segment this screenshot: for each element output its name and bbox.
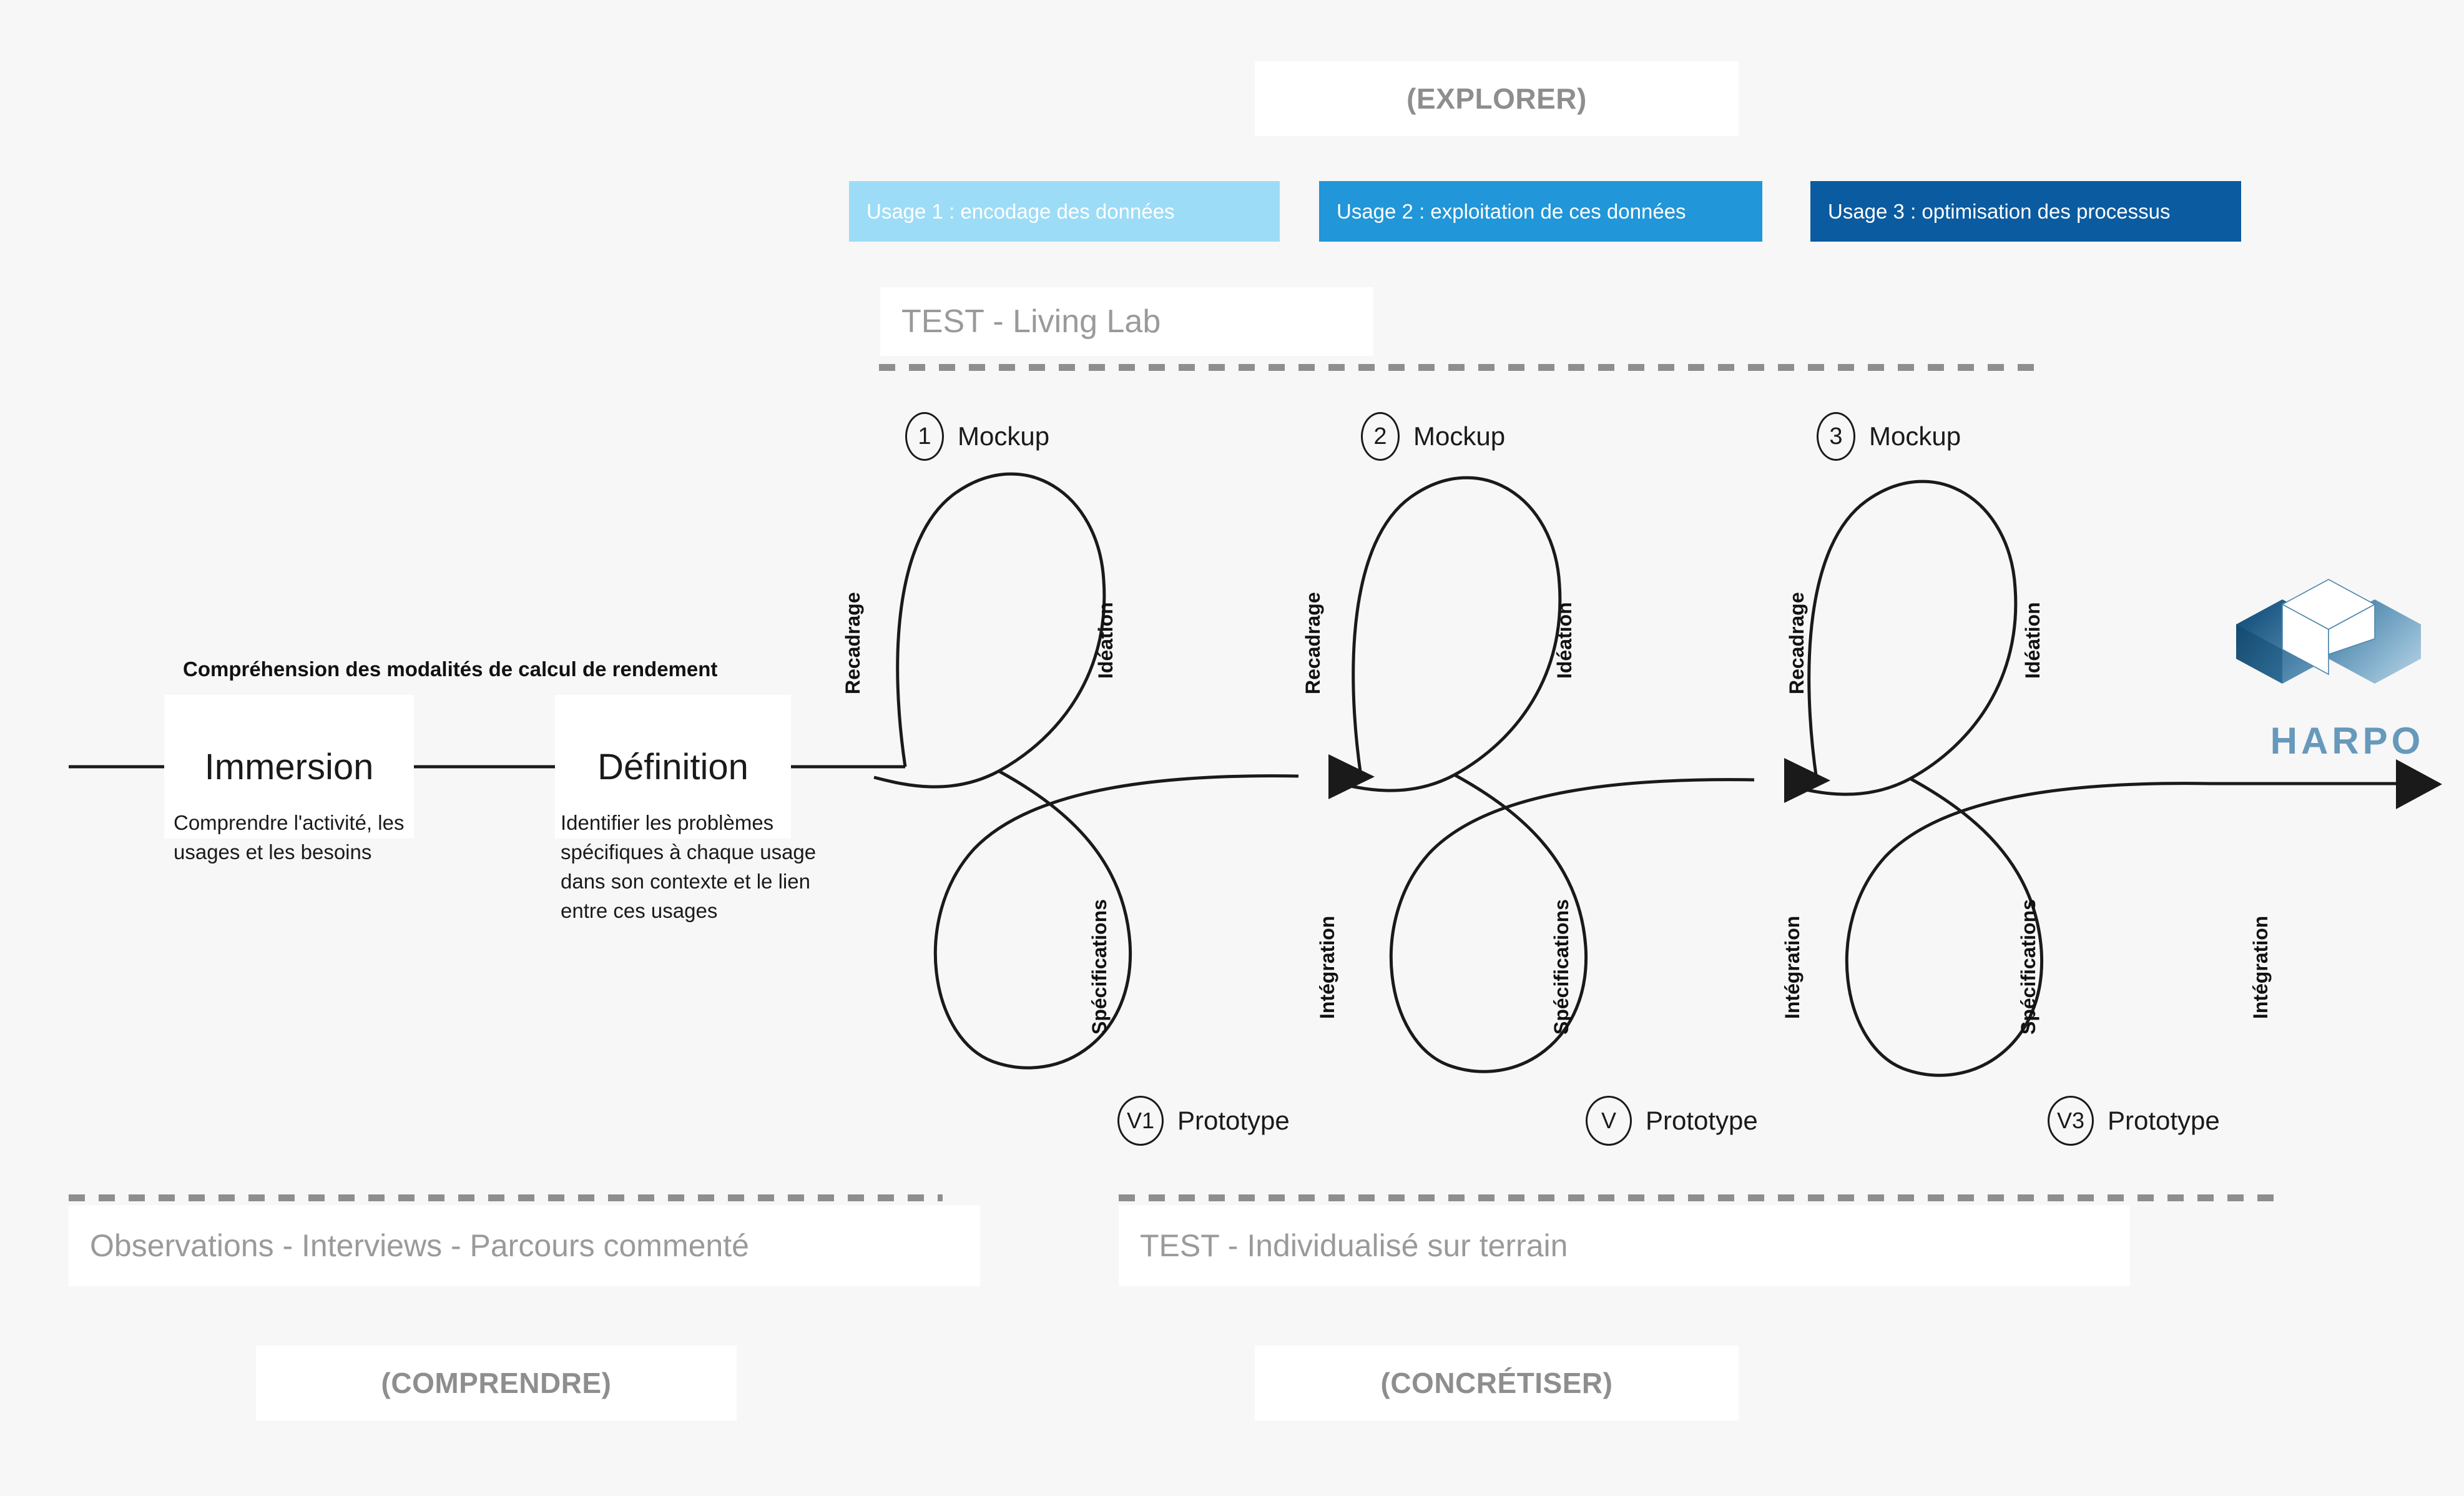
mockup-node-1[interactable]: 1 Mockup: [905, 412, 1049, 461]
rendement-note: Compréhension des modalités de calcul de…: [183, 657, 717, 681]
usage-chip-3[interactable]: Usage 3 : optimisation des processus: [1810, 181, 2241, 242]
loop-1-integration: Intégration: [1316, 915, 1338, 1019]
mockup-badge-1-value: 1: [918, 423, 931, 450]
stage-box-definition[interactable]: Définition: [555, 695, 791, 839]
prototype-badge-3-value: V3: [2056, 1108, 2085, 1133]
divider-living-lab: [879, 364, 2046, 371]
stage-box-definition-label: Définition: [597, 746, 749, 787]
harpo-logo: HARPO: [2222, 565, 2447, 765]
loop-1-recadrage: Recadrage: [842, 592, 864, 694]
stage-box-immersion-label: Immersion: [204, 746, 374, 787]
phase-title-comprendre: (COMPRENDRE): [256, 1346, 737, 1420]
flow-arrow-end: [2396, 759, 2442, 809]
stage-box-immersion[interactable]: Immersion: [164, 695, 414, 839]
phase-title-explorer-label: (EXPLORER): [1406, 82, 1587, 115]
loop-2-recadrage: Recadrage: [1302, 592, 1324, 694]
prototype-label-2: Prototype: [1646, 1106, 1758, 1135]
mockup-node-3[interactable]: 3 Mockup: [1817, 412, 1961, 461]
prototype-badge-3: V3: [2048, 1096, 2094, 1146]
mockup-badge-2-value: 2: [1373, 423, 1387, 450]
divider-observations: [69, 1194, 943, 1201]
phase-title-explorer: (EXPLORER): [1255, 61, 1739, 136]
harpo-logo-mark: [2236, 579, 2421, 684]
prototype-label-3: Prototype: [2108, 1106, 2220, 1135]
rendement-note-label: Compréhension des modalités de calcul de…: [183, 657, 718, 681]
loop-1-specifications: Spécifications: [1088, 899, 1111, 1035]
test-terrain-label: TEST - Individualisé sur terrain: [1140, 1228, 1568, 1263]
test-observations-plate: Observations - Interviews - Parcours com…: [69, 1205, 980, 1286]
usage-chip-2[interactable]: Usage 2 : exploitation de ces données: [1319, 181, 1762, 242]
prototype-badge-2-value: V: [1601, 1108, 1616, 1133]
test-living-lab-label: TEST - Living Lab: [901, 303, 1161, 340]
usage-chip-2-label: Usage 2 : exploitation de ces données: [1337, 199, 1686, 223]
mockup-label-3: Mockup: [1869, 421, 1961, 451]
loop-3-recadrage: Recadrage: [1785, 592, 1808, 694]
prototype-node-2[interactable]: V Prototype: [1586, 1096, 1758, 1146]
loop-1-ideation: Idéation: [1094, 602, 1117, 679]
phase-title-concretiser-label: (CONCRÉTISER): [1380, 1367, 1613, 1399]
stage-desc-definition: Identifier les problèmes spécifiques à c…: [561, 811, 817, 922]
usage-chip-1-label: Usage 1 : encodage des données: [866, 199, 1175, 223]
loop-2-ideation: Idéation: [1553, 602, 1576, 679]
usage-chip-1[interactable]: Usage 1 : encodage des données: [849, 181, 1280, 242]
prototype-badge-1-value: V1: [1126, 1108, 1155, 1133]
mockup-badge-3-value: 3: [1829, 423, 1843, 450]
loop-2-specifications: Spécifications: [1550, 899, 1573, 1035]
flow-arrow-2: [1784, 758, 1830, 803]
prototype-badge-2: V: [1586, 1096, 1632, 1146]
loop-3-integration: Intégration: [2249, 915, 2272, 1019]
test-observations-label: Observations - Interviews - Parcours com…: [90, 1228, 749, 1263]
loop-3-specifications: Spécifications: [2017, 899, 2039, 1035]
phase-title-comprendre-label: (COMPRENDRE): [381, 1367, 612, 1399]
mockup-label-2: Mockup: [1413, 421, 1506, 451]
flow-arrow-1: [1328, 754, 1375, 799]
stage-desc-immersion: Comprendre l'activité, les usages et les…: [174, 811, 405, 864]
test-terrain-plate: TEST - Individualisé sur terrain: [1119, 1205, 2130, 1286]
mockup-label-1: Mockup: [958, 421, 1050, 451]
usage-chip-3-label: Usage 3 : optimisation des processus: [1828, 199, 2171, 223]
harpo-logo-wordmark: HARPO: [2270, 720, 2425, 762]
mockup-badge-2: 2: [1361, 412, 1400, 461]
mockup-badge-1: 1: [905, 412, 944, 461]
prototype-node-1[interactable]: V1 Prototype: [1117, 1096, 1290, 1146]
phase-title-concretiser: (CONCRÉTISER): [1255, 1346, 1739, 1420]
prototype-label-1: Prototype: [1177, 1106, 1290, 1135]
mockup-badge-3: 3: [1817, 412, 1855, 461]
prototype-node-3[interactable]: V3 Prototype: [2048, 1096, 2220, 1146]
mockup-node-2[interactable]: 2 Mockup: [1361, 412, 1505, 461]
loop-2-integration: Intégration: [1781, 915, 1804, 1019]
test-living-lab-plate: TEST - Living Lab: [880, 287, 1373, 356]
loop-3-ideation: Idéation: [2021, 602, 2044, 679]
prototype-badge-1: V1: [1117, 1096, 1164, 1146]
divider-terrain: [1119, 1194, 2286, 1201]
